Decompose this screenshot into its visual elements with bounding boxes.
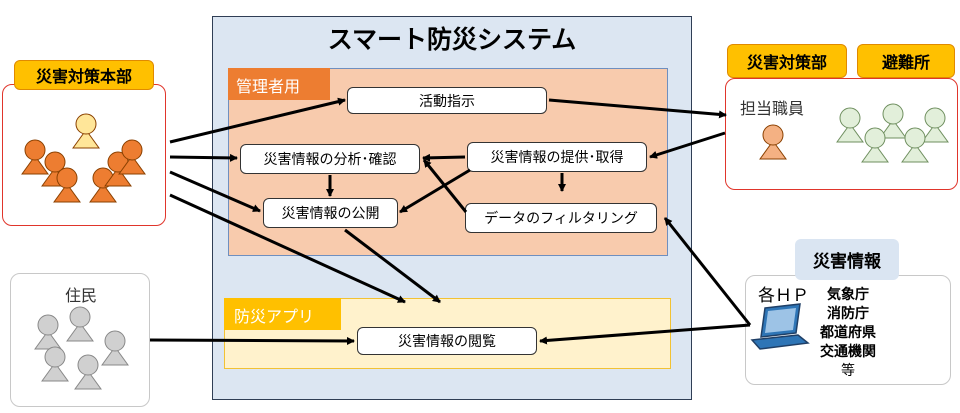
arrow-hq-publish [169, 170, 261, 213]
arrow-provide-publish [399, 168, 471, 214]
provide-box: 災害情報の提供･取得 [467, 142, 647, 172]
source-item: 気象庁 [827, 287, 869, 303]
arrow-hp-filter [663, 217, 752, 326]
hq-people-icon [21, 139, 146, 203]
source-item: 交通機関 [820, 344, 876, 360]
hinanjo-badge: 避難所 [857, 44, 955, 78]
analysis-box: 災害情報の分析･確認 [240, 144, 420, 174]
source-item: 消防庁 [827, 306, 869, 322]
arrow-provide-analysis [422, 153, 466, 162]
filter-box: データのフィルタリング [465, 203, 657, 233]
laptop-icon [750, 303, 810, 350]
hq-leader-icon [72, 113, 100, 149]
source-item: 都道府県 [820, 325, 876, 341]
hp-label: 各ＨＰ [758, 286, 809, 306]
residents-label: 住民 [65, 286, 98, 305]
system-title: スマート防災システム [327, 25, 577, 54]
arrow-hq-activity [169, 97, 346, 144]
arrow-residents-browse [149, 336, 355, 345]
sources-list: 気象庁 消防庁 都道府県 交通機関 等 [810, 286, 886, 381]
arrow-publish-app [344, 228, 441, 304]
shelter-people-icon [836, 103, 949, 163]
arrow-hq-app [169, 193, 406, 304]
arrow-activity-staff [548, 98, 727, 119]
arrow-filter-analysis [422, 159, 468, 213]
tantou-label: 担当職員 [740, 99, 805, 118]
arrow-hp-browse [539, 323, 751, 345]
taisaku-badge: 災害対策部 [727, 44, 847, 78]
hq-badge: 災害対策本部 [14, 60, 154, 90]
staff-person-icon [759, 124, 787, 160]
publish-box: 災害情報の公開 [263, 198, 398, 228]
source-item: 等 [841, 363, 855, 379]
browse-box: 災害情報の閲覧 [357, 327, 537, 355]
arrow-hq-analysis [169, 153, 238, 162]
app-label: 防災アプリ [224, 298, 341, 330]
arrow-staff-provide [649, 131, 726, 159]
info-badge: 災害情報 [795, 239, 899, 280]
admin-label: 管理者用 [228, 68, 330, 100]
activity-box: 活動指示 [347, 87, 547, 114]
residents-people-icon [34, 306, 129, 390]
